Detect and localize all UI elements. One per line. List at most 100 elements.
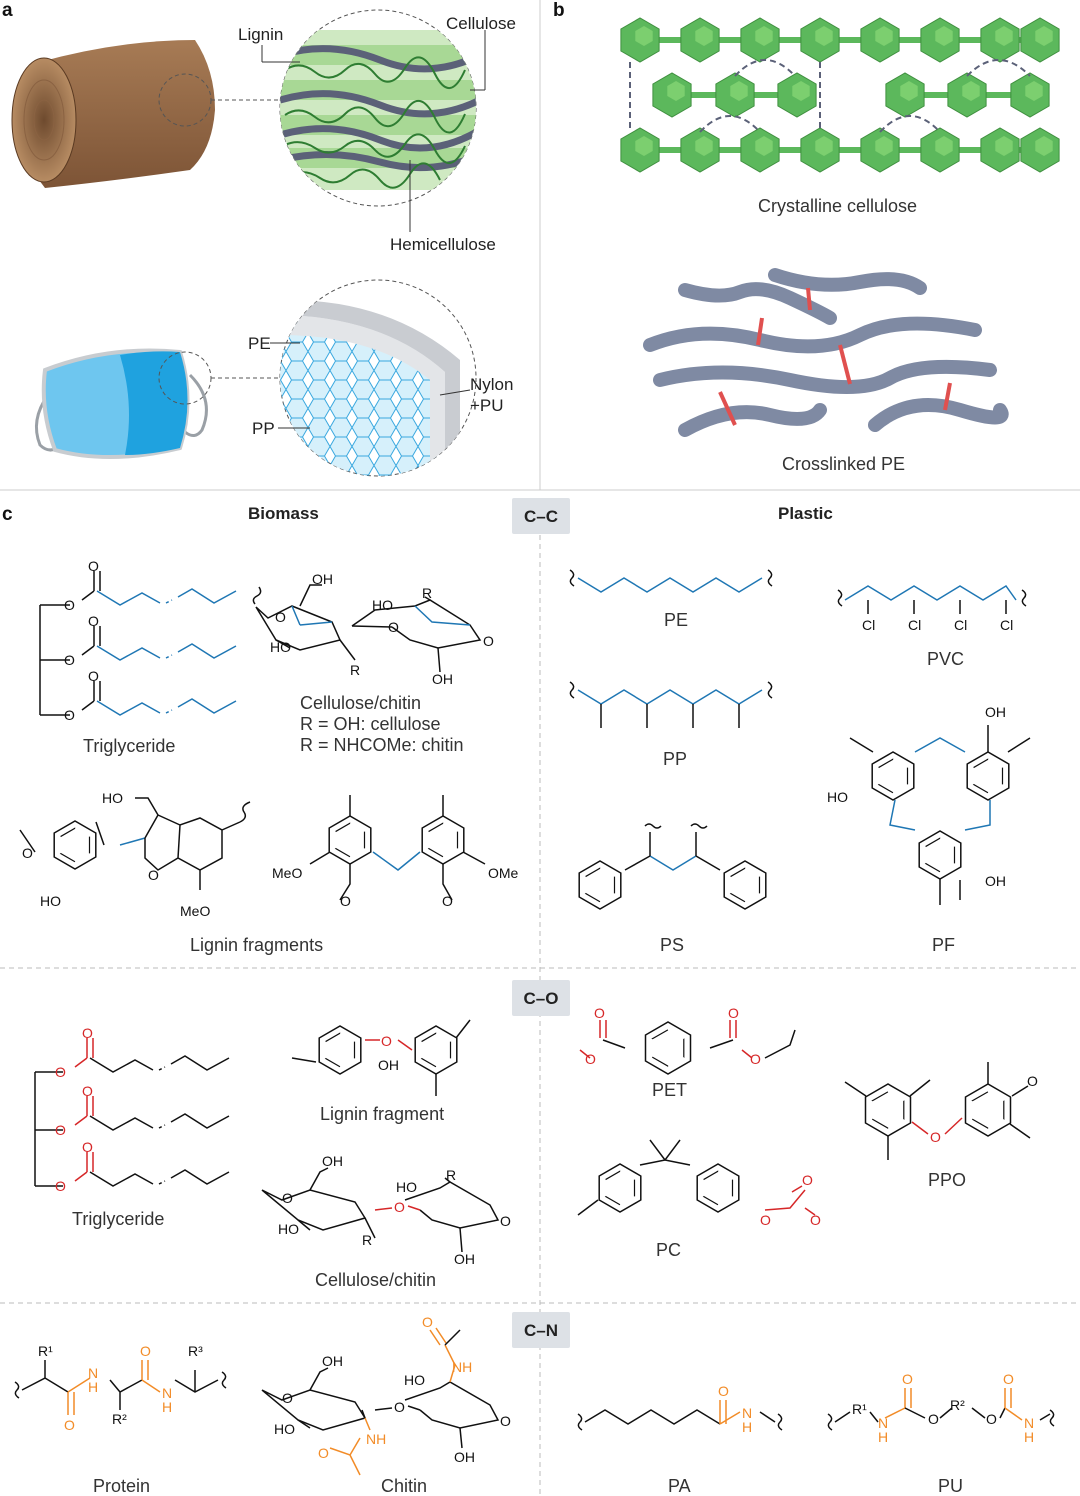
svg-text:N: N: [1024, 1415, 1034, 1431]
lignin-label: Lignin: [238, 25, 283, 44]
phenyl-ring: [696, 1163, 740, 1213]
bond-tag-co: C–O: [512, 980, 570, 1016]
hydrogen-bond: [966, 59, 1031, 77]
lignin-fragments-caption: Lignin fragments: [190, 935, 323, 955]
svg-text:N: N: [88, 1365, 98, 1381]
carbonyl-oxygen: O: [82, 1083, 93, 1099]
panel-a: a: [2, 0, 516, 477]
wood-cell-wall-magnified: Lignin Cellulose Hemicellulose: [238, 9, 516, 254]
cellulose-co-caption: Cellulose/chitin: [315, 1270, 436, 1290]
ps-structure: PS: [578, 823, 767, 955]
pu-caption: PU: [938, 1476, 963, 1496]
pp-label: PP: [252, 419, 275, 438]
svg-text:H: H: [878, 1429, 888, 1445]
svg-text:N: N: [162, 1385, 172, 1401]
cellulose-cc-caption-2: R = OH: cellulose: [300, 714, 441, 734]
svg-text:HO: HO: [102, 790, 123, 806]
mask-layers-magnified: Nylon +PU PE PP: [248, 279, 513, 477]
svg-text:R²: R²: [112, 1411, 127, 1427]
svg-text:R²: R²: [950, 1397, 965, 1413]
pc-structure: O O O PC: [577, 1139, 821, 1260]
svg-text:O: O: [750, 1051, 761, 1067]
ester-oxygen: O: [55, 1122, 66, 1138]
svg-text:O: O: [394, 1199, 405, 1215]
svg-text:R³: R³: [188, 1343, 203, 1359]
chitin-cn-structure: OH O HO O HO O OH NH O NH O Chitin: [261, 1314, 511, 1496]
pe-structure: PE: [569, 569, 773, 630]
benzene-ring: [578, 860, 622, 910]
fatty-acid-chain: [62, 626, 237, 661]
ppo-structure: O O PPO: [844, 1062, 1038, 1190]
svg-text:O: O: [140, 1343, 151, 1359]
ester-oxygen: O: [64, 652, 75, 668]
svg-text:O: O: [442, 893, 453, 909]
carbonyl-oxygen: O: [88, 558, 99, 574]
dimethylphenyl-ring: [964, 1083, 1012, 1137]
svg-text:OH: OH: [985, 704, 1006, 720]
svg-text:HO: HO: [404, 1372, 425, 1388]
svg-text:O: O: [760, 1212, 771, 1228]
cellulose-cc-structure: OH O HO R O HO R O OH Cellulose/chitin R…: [252, 571, 494, 755]
svg-text:O: O: [483, 633, 494, 649]
face-mask-illustration: [34, 348, 280, 459]
benzene-ring: [421, 815, 465, 865]
svg-text:Cl: Cl: [954, 617, 967, 633]
wood-log-illustration: [11, 40, 280, 188]
hydrogen-bond: [699, 115, 761, 133]
svg-text:O: O: [930, 1129, 941, 1145]
pp-caption: PP: [663, 749, 687, 769]
hemicellulose-label: Hemicellulose: [390, 235, 496, 254]
fatty-acid-chain: [55, 1096, 230, 1131]
pf-structure: OH HO OH PF: [827, 704, 1031, 955]
svg-text:O: O: [381, 1033, 392, 1049]
panel-label-c: c: [2, 504, 13, 525]
svg-text:OH: OH: [322, 1353, 343, 1369]
svg-text:OH: OH: [454, 1449, 475, 1465]
hydrogen-bond: [879, 115, 941, 133]
protein-structure: R¹ N H O R² O N H R³ Protein: [14, 1343, 227, 1496]
svg-text:O: O: [64, 1417, 75, 1433]
pvc-structure: Cl Cl Cl Cl PVC: [837, 584, 1027, 669]
svg-text:O: O: [22, 845, 33, 861]
svg-text:H: H: [162, 1399, 172, 1415]
pa-structure: O N H PA: [577, 1383, 783, 1496]
protein-caption: Protein: [93, 1476, 150, 1496]
svg-text:HO: HO: [396, 1179, 417, 1195]
panel-label-b: b: [553, 0, 565, 21]
carbonyl-oxygen: O: [88, 613, 99, 629]
svg-text:OMe: OMe: [488, 865, 519, 881]
svg-text:MeO: MeO: [180, 903, 210, 919]
phenol-ring: [318, 1025, 362, 1075]
panel-label-a: a: [2, 0, 13, 21]
bond-tag-cc: C–C: [512, 498, 570, 534]
svg-text:HO: HO: [274, 1421, 295, 1437]
cellulose-cc-caption-1: Cellulose/chitin: [300, 693, 421, 713]
ester-oxygen: O: [64, 597, 75, 613]
ester-oxygen: O: [55, 1064, 66, 1080]
pf-caption: PF: [932, 935, 955, 955]
svg-text:O: O: [282, 1390, 293, 1406]
ester-oxygen: O: [55, 1178, 66, 1194]
carbonyl-oxygen: O: [82, 1139, 93, 1155]
chitin-cn-caption: Chitin: [381, 1476, 427, 1496]
svg-text:O: O: [275, 609, 286, 625]
svg-text:O: O: [810, 1212, 821, 1228]
svg-text:OH: OH: [454, 1251, 475, 1267]
svg-text:O: O: [986, 1411, 997, 1427]
svg-text:OH: OH: [985, 873, 1006, 889]
biomass-header: Biomass: [248, 504, 319, 523]
benzene-ring: [414, 1025, 458, 1075]
svg-text:R: R: [362, 1232, 372, 1248]
benzene-ring: [53, 820, 97, 870]
svg-text:OH: OH: [432, 671, 453, 687]
svg-text:C–C: C–C: [524, 507, 558, 526]
svg-text:R: R: [446, 1167, 456, 1183]
ppo-caption: PPO: [928, 1170, 966, 1190]
pet-structure: O O O O PET: [579, 1005, 796, 1100]
crystalline-cellulose-chains: [620, 17, 1060, 173]
svg-text:N: N: [742, 1405, 752, 1421]
phenol-ring: [871, 751, 915, 801]
svg-text:O: O: [422, 1314, 433, 1330]
